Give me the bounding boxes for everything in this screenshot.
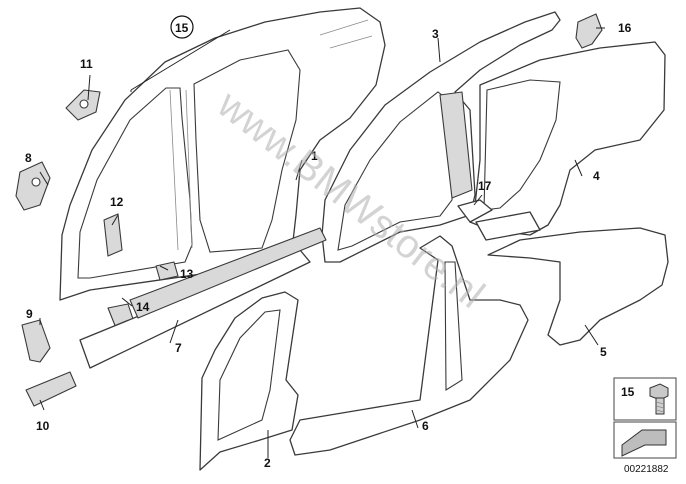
- legend-box-bolt: [613, 377, 677, 421]
- callout-7: 7: [175, 341, 182, 355]
- sill-reinforcement: [79, 227, 327, 369]
- bracket-part-11: [65, 89, 101, 121]
- callout-6: 6: [422, 419, 429, 433]
- callout-8: 8: [25, 151, 32, 165]
- callout-10: 10: [36, 419, 50, 433]
- rear-side-panel: [469, 41, 666, 236]
- callout-11: 11: [80, 57, 93, 71]
- callout-2: 2: [264, 456, 271, 470]
- leader-lines: [39, 27, 605, 458]
- callout-16: 16: [618, 21, 632, 35]
- callout-numbers: 1 3 4 5 2 6 7 14 13 12 11 8 9 10 17 16 1…: [25, 15, 632, 470]
- bracket-part-8: [15, 161, 51, 211]
- direction-arrow-icon: [621, 429, 667, 457]
- callout-14: 14: [136, 300, 150, 314]
- callout-15-circled: 15: [175, 21, 189, 35]
- callout-1: 1: [311, 149, 318, 163]
- callout-15-circle: [170, 15, 194, 39]
- legend-number: 15: [621, 385, 635, 399]
- side-frame-complete: [59, 7, 386, 301]
- callout-12: 12: [110, 195, 124, 209]
- bracket-part-10: [25, 371, 77, 407]
- outer-side-frame-b-pillar: [289, 235, 529, 456]
- callout-3: 3: [432, 27, 439, 41]
- bracket-part-17: [457, 199, 541, 241]
- corner-piece-part-16: [575, 13, 603, 49]
- rear-wheel-arch-panel: [487, 227, 669, 346]
- outer-side-frame-front: [199, 291, 299, 471]
- bolt-icon: [649, 383, 669, 415]
- callout-13: 13: [180, 267, 194, 281]
- side-frame-inner: [321, 11, 561, 263]
- brace-part-12: [103, 213, 123, 257]
- callout-5: 5: [600, 345, 607, 359]
- callout-4: 4: [593, 169, 600, 183]
- callout-9: 9: [26, 307, 33, 321]
- document-number: 00221882: [624, 464, 669, 475]
- bracket-part-9: [21, 319, 51, 363]
- fastener-legend: 15 00221882: [613, 377, 677, 475]
- callout-17: 17: [478, 179, 492, 193]
